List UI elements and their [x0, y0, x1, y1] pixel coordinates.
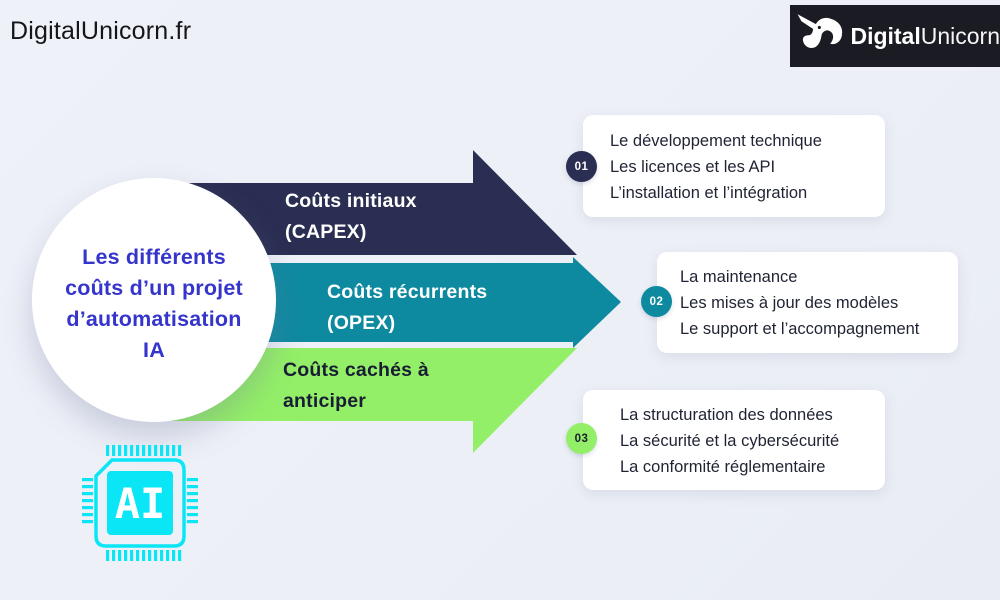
brand-name-bold: Digital [850, 22, 921, 49]
arrow-capex-shape [150, 150, 577, 255]
page-title: Les différents coûts d’un projet d’autom… [44, 242, 264, 366]
step2-item-2: Les mises à jour des modèles [680, 294, 899, 312]
step2-item-1: La maintenance [680, 268, 798, 286]
brand-logo-text: DigitalUnicorn [850, 23, 1000, 50]
arrow-opex-label-line1: Coûts récurrents [327, 281, 488, 303]
step-badge-01-number: 01 [574, 160, 589, 173]
chip-pins-bottom [106, 550, 182, 561]
chip-pins-left [82, 478, 93, 524]
chip-pins-right [187, 478, 198, 524]
page-title-line3: d’automatisation [66, 307, 242, 331]
chip-label: AI [115, 479, 166, 528]
arrow-hidden-costs-shape [150, 348, 577, 453]
step-card-2: La maintenance Les mises à jour des modè… [657, 252, 958, 353]
step-badge-03-number: 03 [574, 432, 589, 445]
brand-logo: DigitalUnicorn [790, 5, 1000, 67]
arrow-capex-label: Coûts initiaux (CAPEX) [285, 186, 417, 248]
page-title-line2: coûts d’un projet [65, 276, 243, 300]
arrow-opex-label: Coûts récurrents (OPEX) [327, 277, 487, 339]
arrow-hidden-costs-label-line2: anticiper [283, 390, 367, 412]
arrow-capex-label-line1: Coûts initiaux [285, 190, 417, 212]
step3-item-3: La conformité réglementaire [620, 458, 826, 476]
step-card-3: La structuration des données La sécurité… [583, 390, 885, 490]
arrow-hidden-costs-label-line1: Coûts cachés à [283, 359, 429, 381]
step3-item-2: La sécurité et la cybersécurité [620, 432, 840, 450]
step2-item-3: Le support et l’accompagnement [680, 320, 920, 338]
chip-pins-top [106, 445, 182, 456]
arrow-capex-label-line2: (CAPEX) [285, 221, 367, 243]
brand-name-regular: Unicorn [920, 22, 1000, 49]
unicorn-eye [817, 25, 821, 29]
arrow-opex-label-line2: (OPEX) [327, 312, 396, 334]
site-url-text: DigitalUnicorn.fr [10, 17, 192, 45]
step1-item-3: L’installation et l’intégration [610, 184, 808, 202]
step-badge-02: 02 [641, 286, 672, 317]
step-card-1: Le développement technique Les licences … [583, 115, 885, 217]
ai-chip-icon: AI [82, 445, 198, 561]
step-badge-01: 01 [566, 151, 597, 182]
chip-outline [94, 458, 186, 548]
page-title-line1: Les différents [82, 245, 226, 269]
step3-item-1: La structuration des données [620, 406, 833, 424]
title-circle [32, 178, 276, 422]
page-title-line4: IA [143, 338, 165, 362]
step1-item-2: Les licences et les API [610, 158, 776, 176]
chip-core [107, 471, 173, 535]
unicorn-icon [797, 14, 843, 49]
step1-item-1: Le développement technique [610, 132, 822, 150]
arrow-hidden-costs-label: Coûts cachés à anticiper [283, 355, 429, 417]
step-badge-03: 03 [566, 423, 597, 454]
step-badge-02-number: 02 [649, 295, 664, 308]
